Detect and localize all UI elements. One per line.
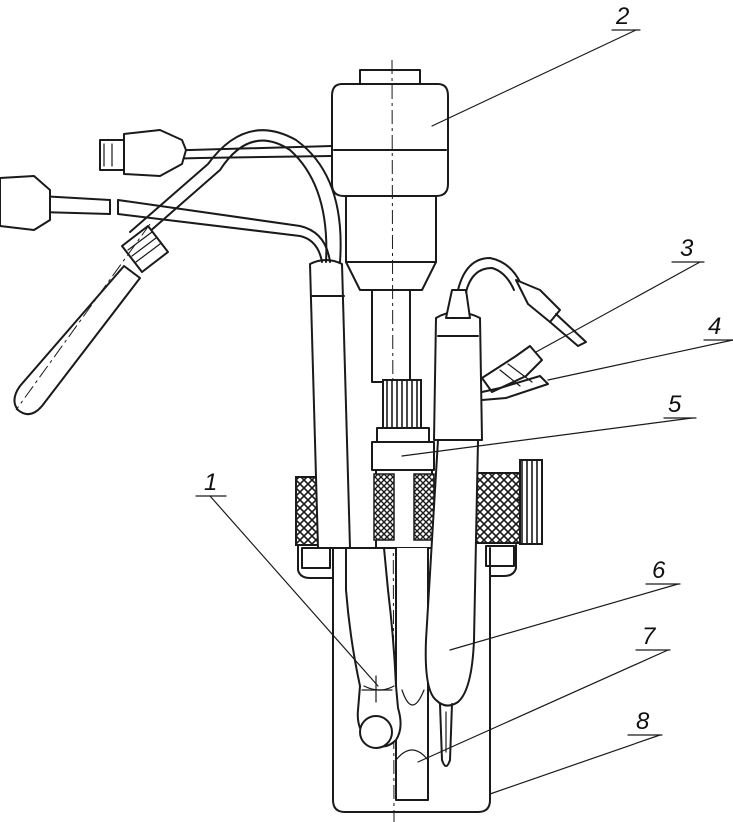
stirrer-shaft (395, 547, 429, 801)
coupling (371, 379, 435, 549)
glass-electrode (309, 259, 402, 749)
probe-head (121, 225, 169, 273)
callout-5: 5 (668, 391, 682, 418)
callout-2: 2 (615, 3, 629, 30)
callout-7: 7 (642, 623, 657, 650)
vessel (332, 547, 491, 813)
callout-1: 1 (204, 469, 217, 496)
callout-3: 3 (680, 235, 694, 262)
callout-4: 4 (708, 313, 721, 340)
adjust-knob (519, 459, 543, 545)
stirrer-motor (331, 69, 449, 383)
callout-8: 8 (636, 708, 650, 735)
callout-6: 6 (652, 557, 666, 584)
leader-lines (195, 29, 733, 795)
reference-electrode (424, 289, 483, 767)
cable-assembly (0, 129, 342, 416)
temperature-probe (457, 257, 587, 401)
